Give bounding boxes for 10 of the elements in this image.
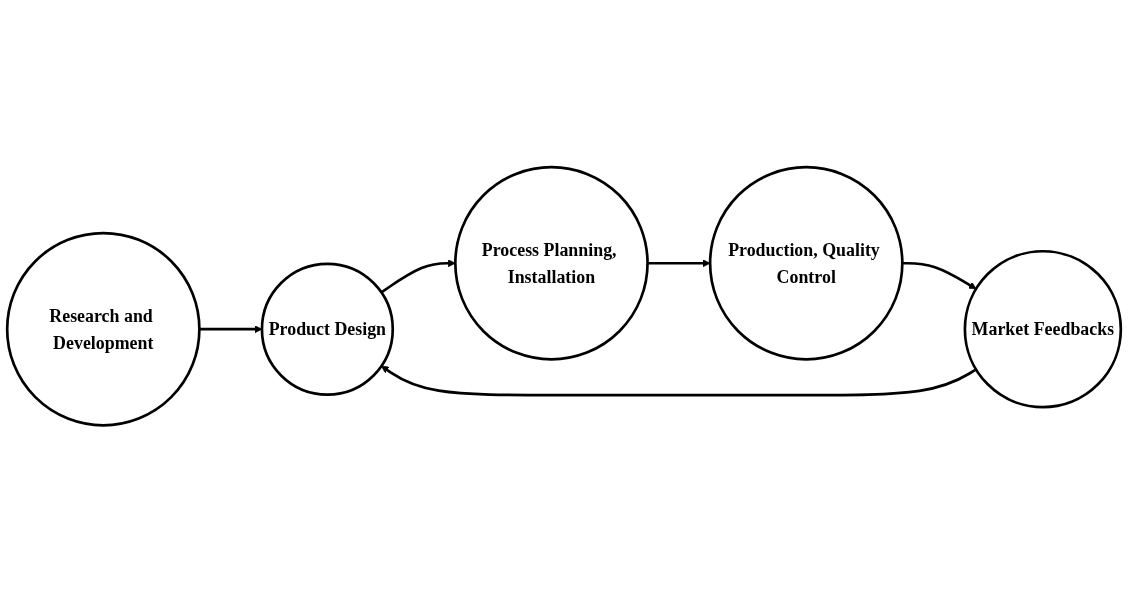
arrow: [380, 259, 456, 294]
arrow: [902, 262, 977, 290]
arrow: [199, 325, 263, 334]
node-circle: Market Feedbacks: [963, 250, 1123, 409]
arrow: [381, 365, 977, 397]
node-circle: Process Planning, Installation: [454, 166, 649, 361]
arrow: [647, 259, 711, 268]
node-circle: Product Design: [260, 262, 395, 397]
node-circle: Production, Quality Control: [708, 166, 904, 361]
node-circle: Research and Development: [5, 232, 201, 427]
